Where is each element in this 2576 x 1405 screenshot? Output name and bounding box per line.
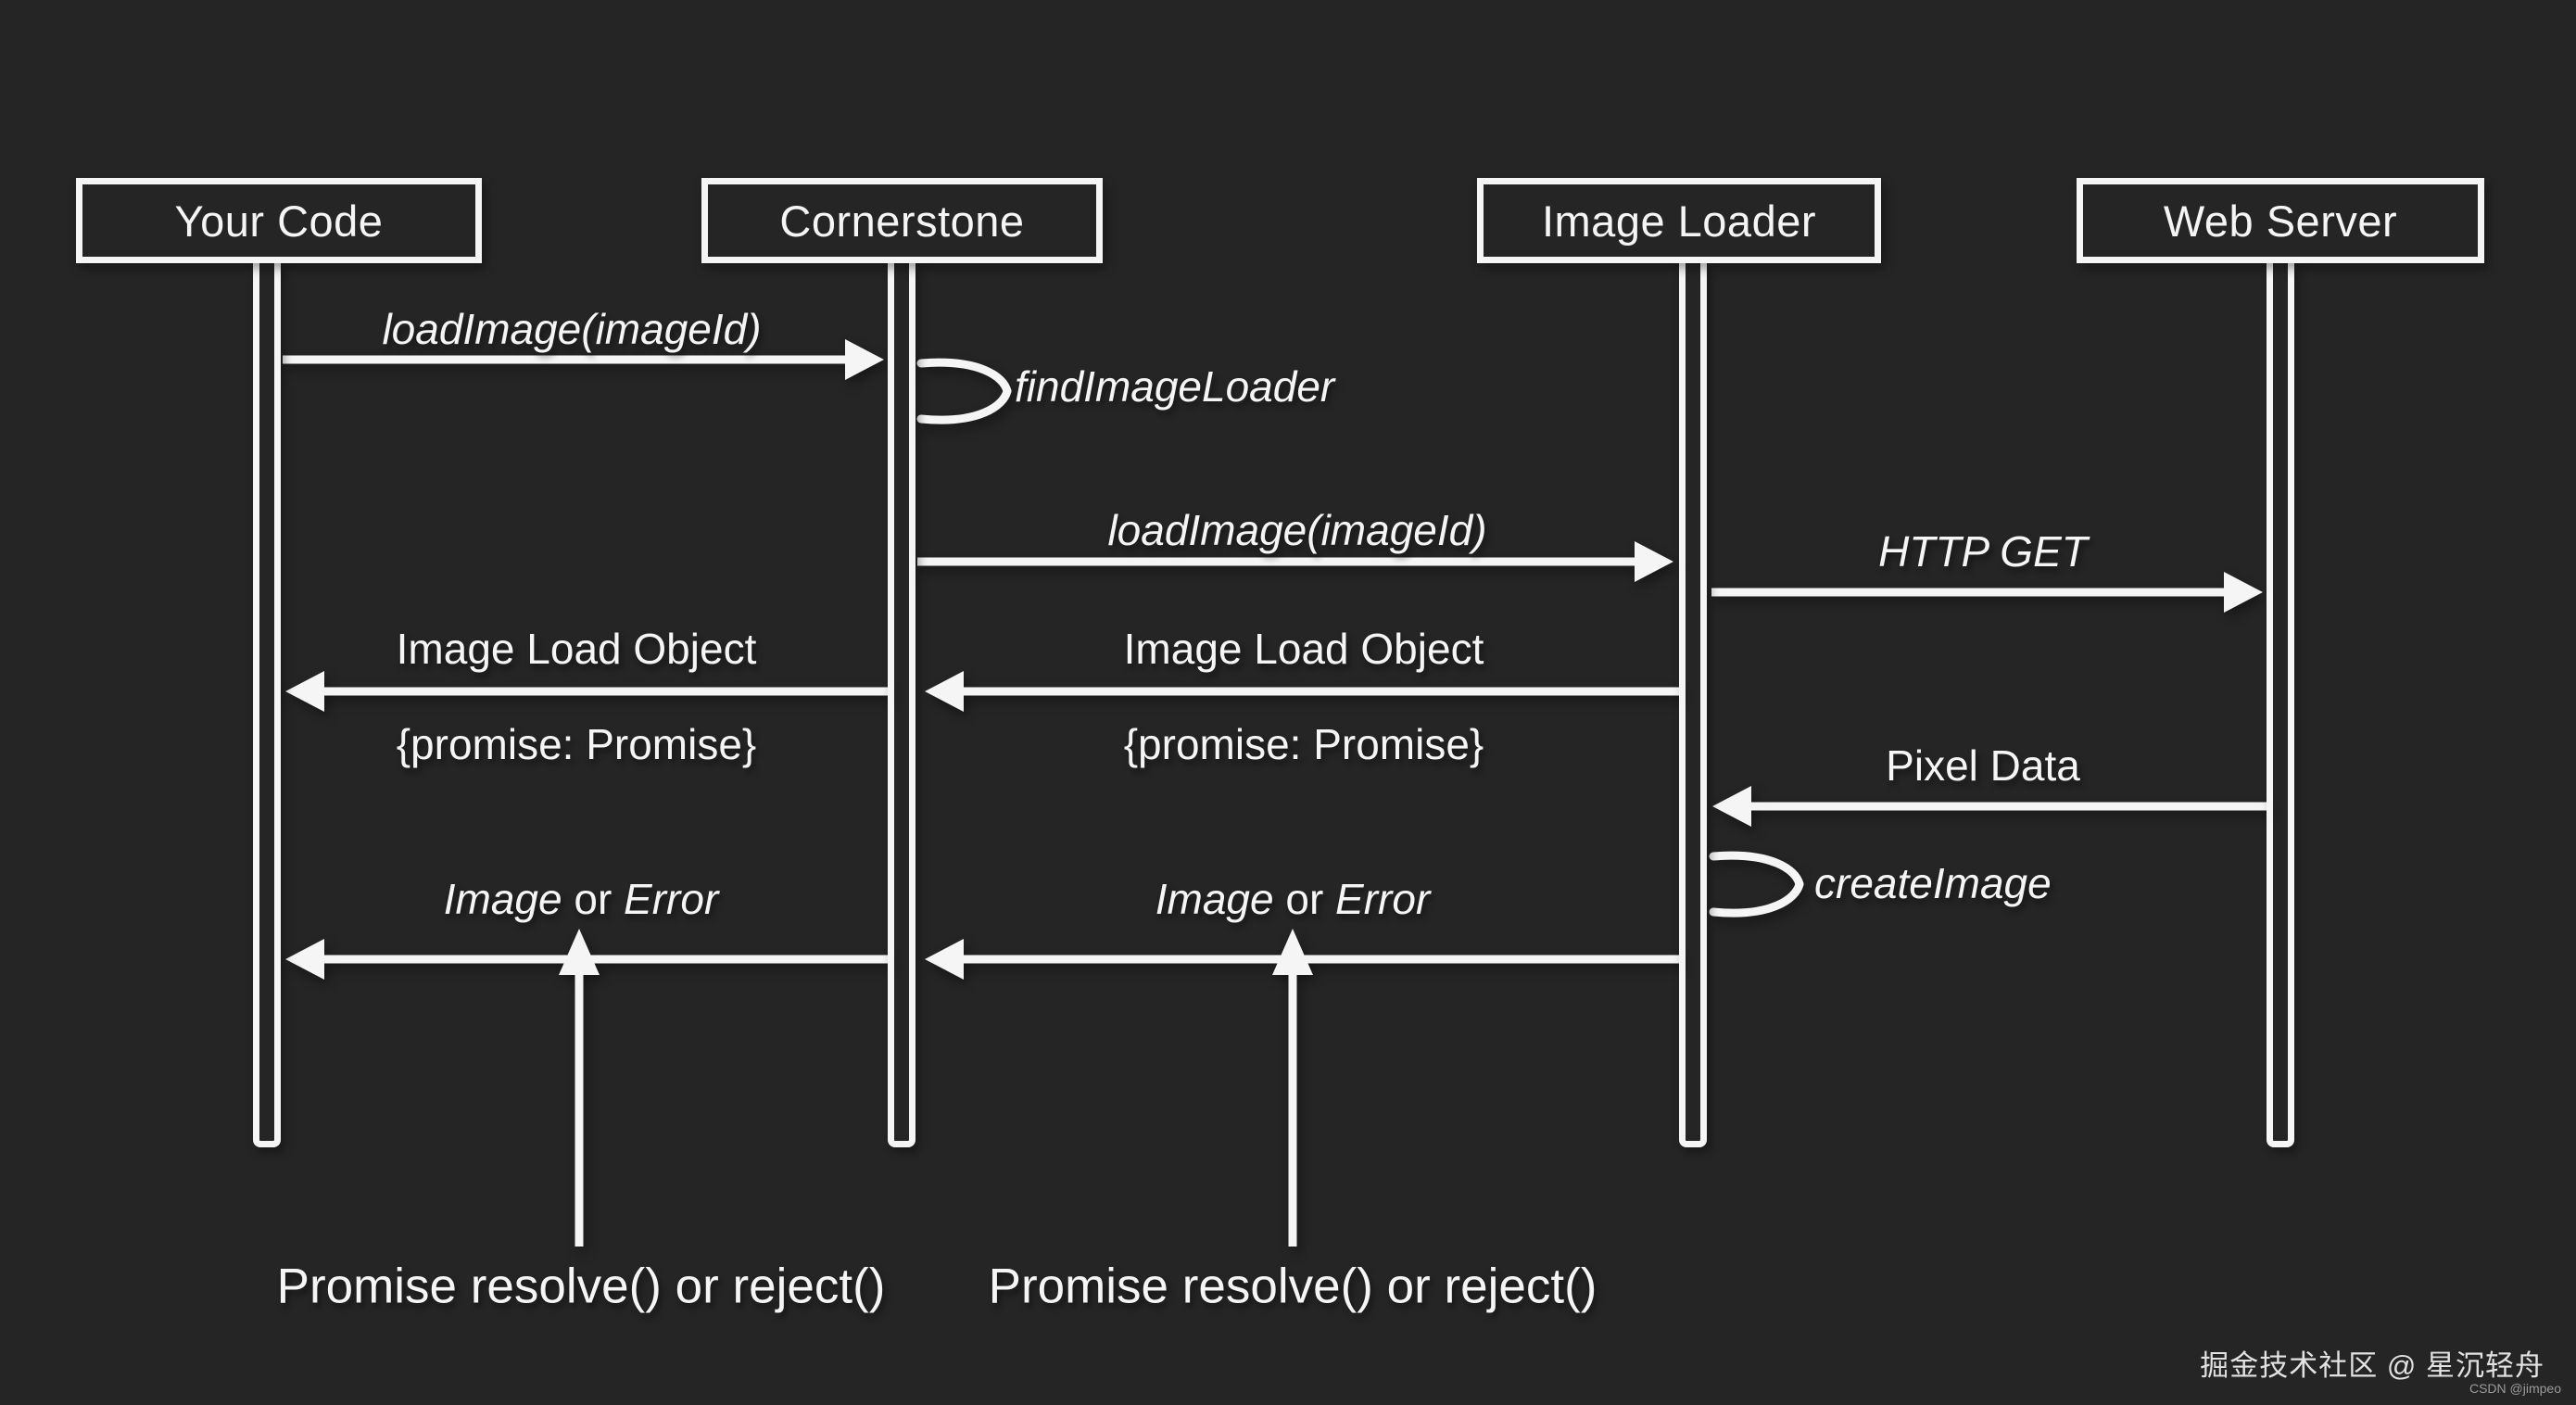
lifeline-web-server (2267, 261, 2294, 1147)
self-loop-create-image (1709, 851, 1804, 918)
actor-cornerstone-label: Cornerstone (779, 196, 1025, 246)
arrow-promise-up-mid (1272, 929, 1313, 1247)
label-image-load-object-mid: Image Load Object (1123, 625, 1484, 673)
arrow-load-image-1 (283, 339, 884, 380)
label-error-mid: Error (1335, 875, 1431, 923)
watermark-csdn: CSDN @jimpeo (2469, 1381, 2561, 1396)
label-promise-resolve-left: Promise resolve() or reject() (276, 1259, 886, 1314)
label-error-left: Error (624, 875, 719, 923)
actor-cornerstone: Cornerstone (701, 178, 1103, 263)
label-or-left: or (562, 875, 625, 923)
label-find-image-loader: findImageLoader (1015, 362, 1335, 411)
lifeline-image-loader (1679, 261, 1707, 1147)
label-image-or-error-left: Image or Error (444, 878, 719, 920)
actor-your-code: Your Code (76, 178, 482, 263)
self-loop-find-image-loader (916, 358, 1012, 424)
label-image-load-object-left: Image Load Object (396, 625, 757, 673)
label-pixel-data: Pixel Data (1886, 741, 2080, 790)
arrow-http-get (1711, 572, 2263, 613)
label-promise-object-mid: {promise: Promise} (1123, 720, 1484, 768)
arrow-load-image-2 (917, 541, 1673, 582)
actor-your-code-label: Your Code (174, 196, 384, 246)
arrow-image-or-error-left (285, 939, 888, 980)
arrow-promise-up-left (559, 929, 600, 1247)
label-or-mid: or (1273, 875, 1336, 923)
label-load-image-2: loadImage(imageId) (1107, 506, 1487, 554)
arrow-pixel-data (1712, 786, 2267, 827)
label-load-image-1: loadImage(imageId) (382, 305, 762, 353)
label-image-or-error-mid: Image or Error (1155, 878, 1431, 920)
actor-image-loader-label: Image Loader (1541, 196, 1817, 246)
label-http-get: HTTP GET (1878, 527, 2088, 576)
label-image-left: Image (443, 875, 562, 923)
label-image-mid: Image (1155, 875, 1274, 923)
actor-web-server-label: Web Server (2163, 196, 2398, 246)
actor-web-server: Web Server (2077, 178, 2484, 263)
arrow-image-or-error-mid (925, 939, 1679, 980)
lifeline-cornerstone (888, 261, 915, 1147)
arrow-image-load-object-left (285, 671, 888, 712)
label-promise-object-left: {promise: Promise} (396, 720, 757, 768)
watermark-juejin: 掘金技术社区 @ 星沉轻舟 (2200, 1349, 2544, 1382)
label-promise-resolve-mid: Promise resolve() or reject() (988, 1259, 1597, 1314)
actor-image-loader: Image Loader (1477, 178, 1881, 263)
label-create-image: createImage (1814, 859, 2052, 907)
arrow-image-load-object-mid (925, 671, 1679, 712)
lifeline-your-code (253, 261, 281, 1147)
